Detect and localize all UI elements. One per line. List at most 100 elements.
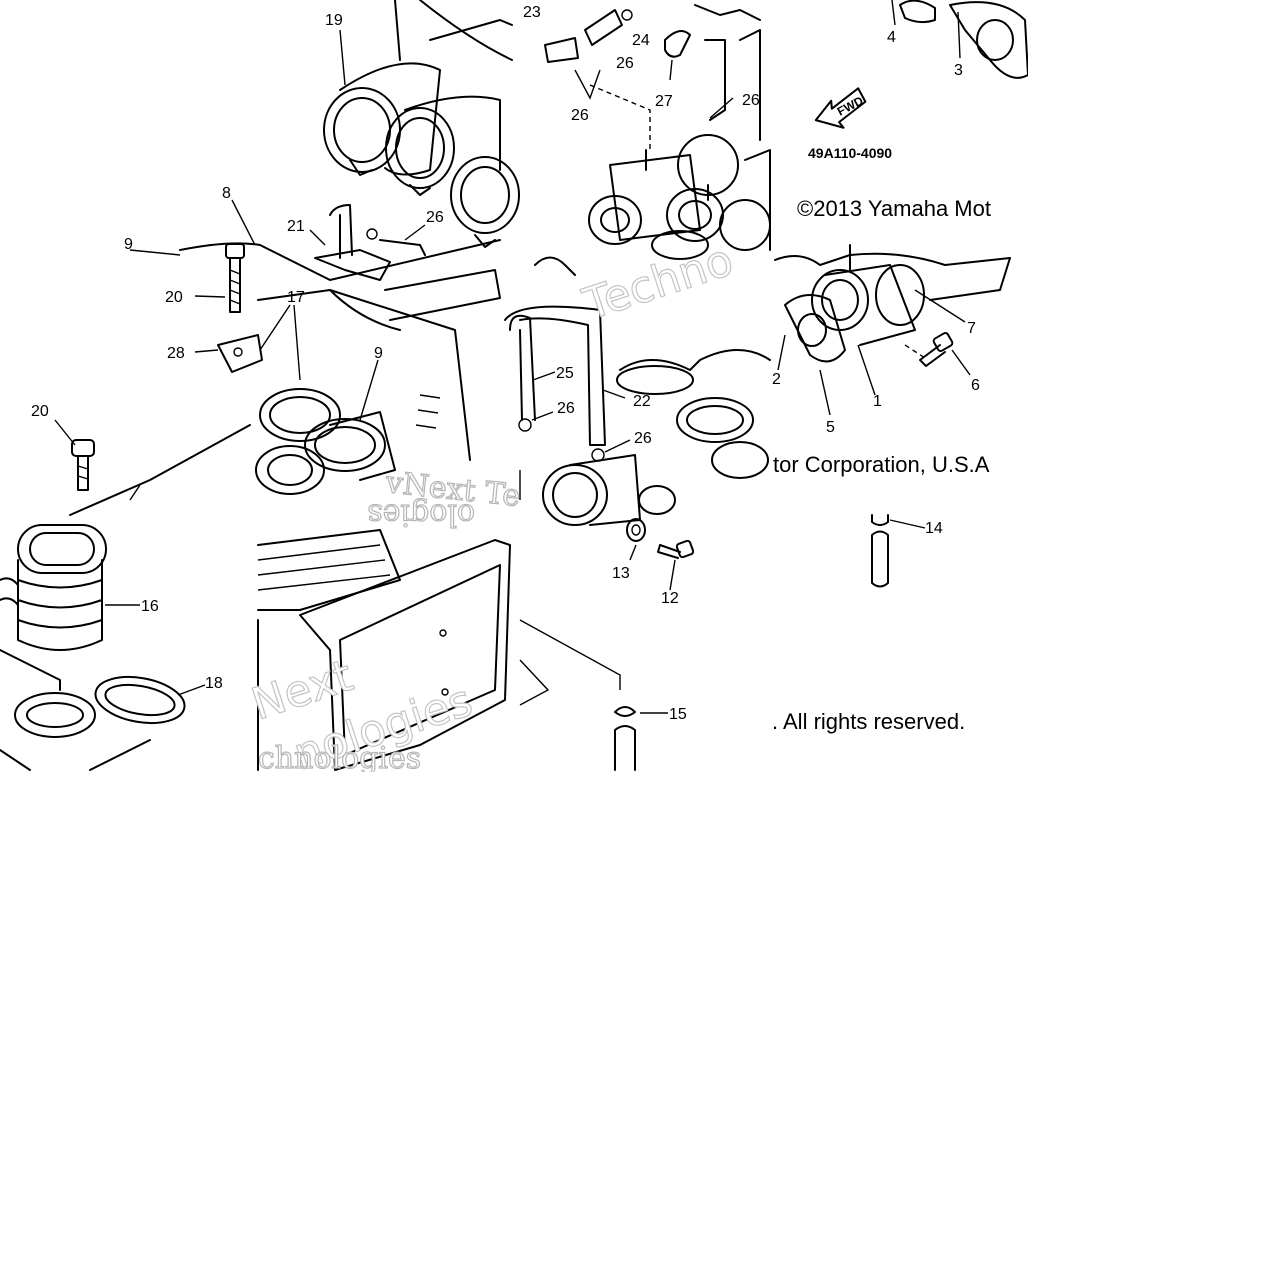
callout-23: 23 xyxy=(523,4,541,21)
part-4 xyxy=(899,0,936,24)
callout-26f: 26 xyxy=(634,430,652,447)
callout-6: 6 xyxy=(971,377,980,394)
callout-12: 12 xyxy=(661,590,679,607)
callout-22: 22 xyxy=(633,393,651,410)
base-edge xyxy=(0,649,61,691)
rubber-joint-16 xyxy=(0,524,107,651)
leader-26-b xyxy=(574,69,601,100)
callout-3: 3 xyxy=(954,62,963,79)
callout-13: 13 xyxy=(612,565,630,582)
leader-7 xyxy=(914,289,966,323)
callout-1: 1 xyxy=(873,393,882,410)
base-lower-edge xyxy=(0,739,151,771)
route-6 xyxy=(904,344,926,359)
leader-14 xyxy=(889,519,926,529)
callout-17: 17 xyxy=(287,289,305,306)
port-c xyxy=(711,441,769,479)
bracket-28-hole xyxy=(233,347,243,357)
hose-14-top xyxy=(871,514,889,526)
pipe-stub xyxy=(379,239,426,256)
leader-6 xyxy=(951,349,971,376)
watermark-a: Techno xyxy=(577,235,740,331)
leader-26-c xyxy=(709,97,734,119)
leader-19 xyxy=(339,29,346,86)
callout-2: 2 xyxy=(772,371,781,388)
top-manifold xyxy=(694,4,761,21)
air-box-lid xyxy=(384,269,501,321)
screw-12 xyxy=(657,539,695,559)
leader-1 xyxy=(857,344,876,396)
copyright-line-2: tor Corporation, U.S.A xyxy=(773,452,990,477)
manifold-outline xyxy=(619,349,771,371)
callout-26c: 26 xyxy=(571,107,589,124)
filter-screw-hole-a xyxy=(439,629,447,637)
duct-opening xyxy=(14,692,96,738)
callout-8: 8 xyxy=(222,185,231,202)
callout-20b: 20 xyxy=(31,403,49,420)
gasket-5 xyxy=(784,294,846,363)
intake-joint-19 xyxy=(323,62,520,248)
air-box-slots xyxy=(415,394,441,429)
leader-18 xyxy=(177,684,206,696)
clip-26-a xyxy=(366,228,378,240)
filter-element xyxy=(299,539,511,771)
callout-4: 4 xyxy=(887,29,896,46)
route-dashed xyxy=(589,84,651,150)
joint-11-inner xyxy=(552,472,598,518)
plug xyxy=(638,485,676,515)
leader-12 xyxy=(669,559,676,591)
air-box-side xyxy=(257,289,471,461)
clip-15 xyxy=(614,706,636,717)
hose-25 xyxy=(509,314,536,421)
callout-9a: 9 xyxy=(124,236,133,253)
washer-13 xyxy=(626,518,646,542)
hose-23 xyxy=(544,37,579,63)
small-tick xyxy=(129,484,141,501)
callout-9b: 9 xyxy=(374,345,383,362)
gasket-3-hole xyxy=(976,19,1014,61)
air-box-curve xyxy=(329,289,401,331)
hose-26-loop xyxy=(704,29,761,141)
filter-housing xyxy=(257,529,401,611)
leader-9 xyxy=(129,249,181,256)
filter-frame xyxy=(339,564,501,756)
leader-2 xyxy=(777,334,786,371)
gasket-3 xyxy=(949,1,1029,79)
tile-bottom-left: 16 18 xyxy=(0,524,223,771)
tile-middle-center: 25 26 22 26 xyxy=(504,256,771,526)
tile-top-middle: 23 24 26 26 27 26 xyxy=(523,4,771,260)
tile-top-left: 9 8 21 26 19 xyxy=(124,0,520,281)
tile-bottom-right: 14 . All rights reserved. xyxy=(772,514,965,734)
fwd-label: FWD xyxy=(835,93,866,118)
leader-28 xyxy=(194,349,219,353)
leader-26-ef xyxy=(531,411,631,453)
air-box-bottom-edge xyxy=(69,424,251,516)
pipe-route xyxy=(519,619,621,690)
fwd-arrow-icon: FWD xyxy=(814,87,867,129)
callout-19: 19 xyxy=(325,12,343,29)
air-box-rib xyxy=(429,19,513,41)
callout-26e: 26 xyxy=(557,400,575,417)
leader-20a xyxy=(194,295,226,298)
joint-row-top xyxy=(774,252,1011,266)
bracket-top xyxy=(314,249,391,281)
carb-joint-1 xyxy=(811,244,925,346)
callout-18: 18 xyxy=(205,675,223,692)
callout-27: 27 xyxy=(655,93,673,110)
bolt-20-lower xyxy=(71,439,95,491)
leader-21 xyxy=(309,229,326,246)
hose-23b xyxy=(584,9,623,46)
tile-bottom-center: 13 12 15 xyxy=(519,518,695,771)
filter-screw-hole-b xyxy=(441,688,449,696)
callout-7: 7 xyxy=(967,320,976,337)
tile-bottom-middle xyxy=(257,529,511,771)
callout-20a: 20 xyxy=(165,289,183,306)
top-clamp xyxy=(534,256,576,276)
carb-joint-row xyxy=(588,134,771,260)
corner-bracket xyxy=(519,659,550,706)
leader-26-a xyxy=(404,224,426,241)
leader-8 xyxy=(231,199,256,246)
callout-16: 16 xyxy=(141,598,159,615)
